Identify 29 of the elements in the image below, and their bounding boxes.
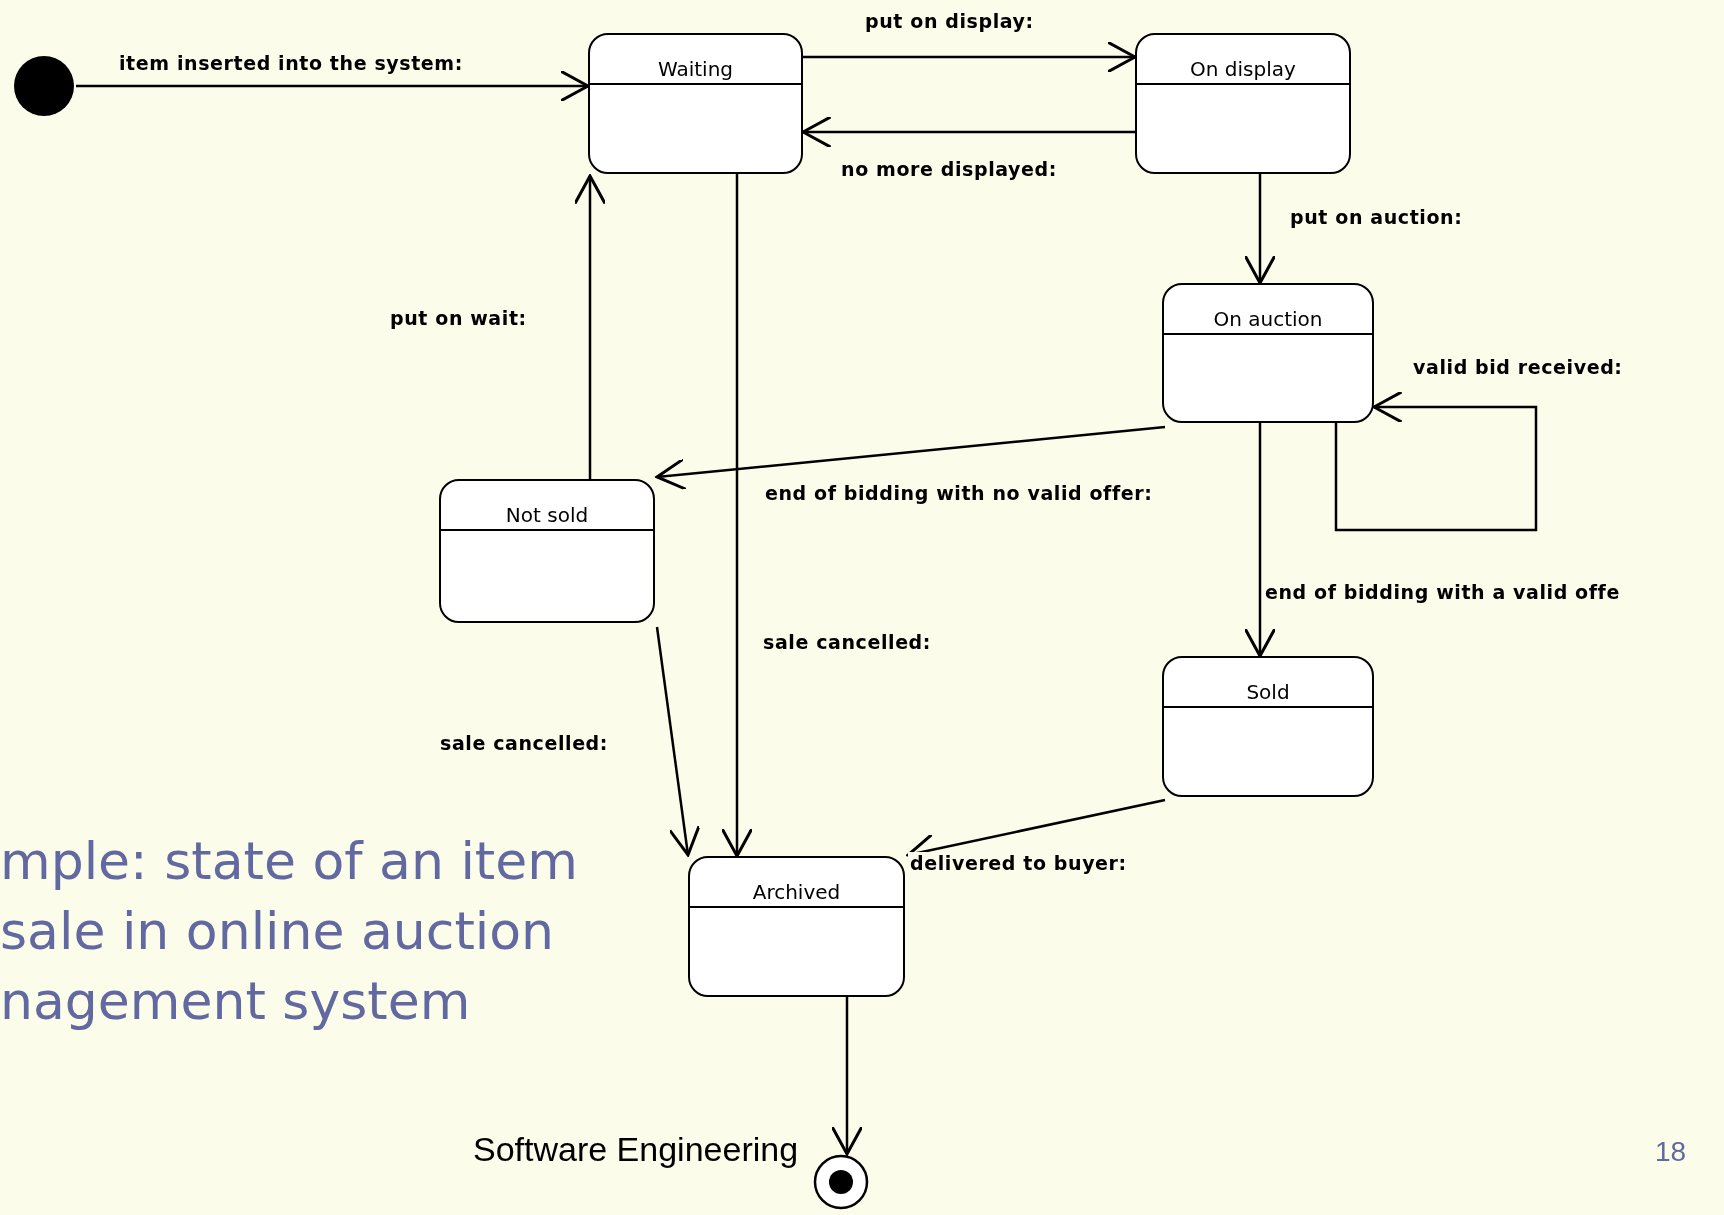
- initial-state: [12, 54, 76, 118]
- state-box: [588, 33, 803, 174]
- footer-text: Software Engineering: [473, 1130, 799, 1169]
- transition-arrow: [803, 40, 1137, 74]
- edge-label: end of bidding with a valid offe: [1263, 581, 1622, 603]
- state-box: [439, 479, 655, 623]
- body-text: mple: state of an item sale in online auction nagement system: [0, 830, 579, 1033]
- final-state: [813, 1154, 869, 1210]
- transition-arrow: [76, 69, 590, 103]
- transition-arrow: [801, 115, 1135, 149]
- state-name: On auction: [1164, 285, 1372, 335]
- state-box: [1162, 283, 1374, 423]
- state-name: Sold: [1164, 658, 1372, 708]
- transition-arrow: [655, 626, 701, 857]
- state-name: Waiting: [590, 35, 801, 85]
- transition-arrow: [830, 997, 864, 1156]
- page-number: 18: [1655, 1136, 1687, 1168]
- state-name: Not sold: [441, 481, 653, 531]
- state-box: [688, 856, 905, 997]
- transition-arrow: [1243, 423, 1277, 658]
- state-name: On display: [1137, 35, 1349, 85]
- transition-arrow: [573, 174, 607, 479]
- state-box: [1135, 33, 1351, 174]
- transition-arrow: [1243, 174, 1277, 285]
- state-name: Archived: [690, 858, 903, 908]
- state-box: [1162, 656, 1374, 797]
- transition-arrow: [1334, 390, 1538, 532]
- transition-arrow: [655, 425, 1166, 491]
- transition-arrow: [720, 174, 754, 858]
